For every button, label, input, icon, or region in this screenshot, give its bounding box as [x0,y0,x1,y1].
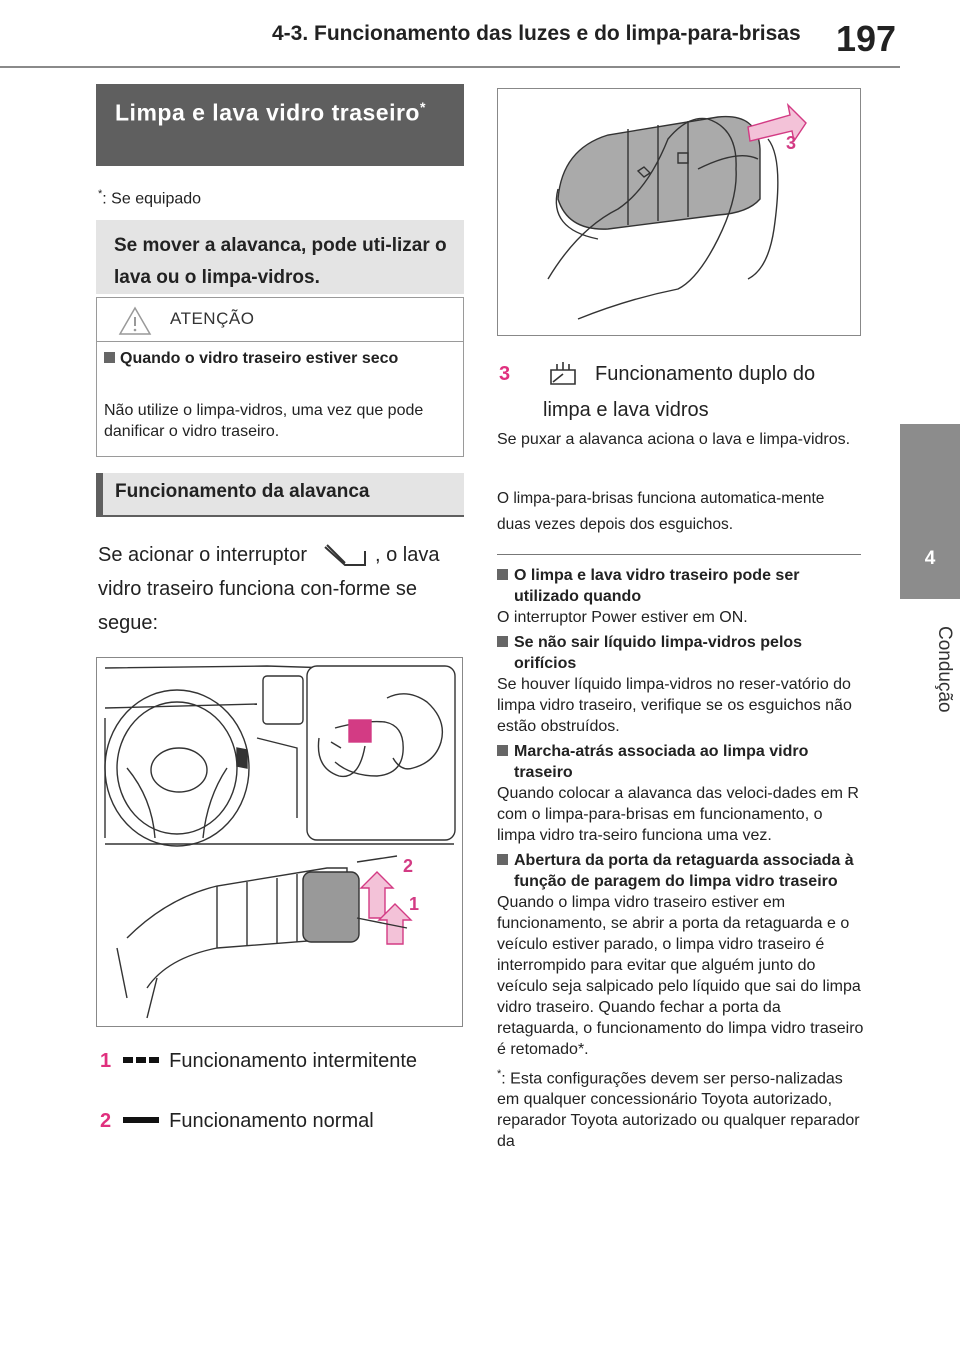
equipped-footnote: *: Se equipado [98,188,201,208]
note-heading-text: Marcha-atrás associada ao limpa vidro tr… [514,743,809,781]
equipped-footnote-text: : Se equipado [102,190,202,208]
mode-item-2: 2 Funcionamento normal [100,1110,470,1133]
note-body: Quando o limpa vidro traseiro estiver em… [497,894,864,1058]
notes-list: O limpa e lava vidro traseiro pode ser u… [497,565,865,1152]
note-body: Quando colocar a alavanca das veloci-dad… [497,785,859,844]
chapter-tab [900,424,960,599]
intro-box: Se mover a alavanca, pode uti-lizar o la… [96,220,464,294]
lever-body-before: Se acionar o interruptor [98,544,308,566]
chapter-number: 4 [924,548,936,569]
hand-lever-illustration: 3 [547,102,807,320]
warning-header [97,298,463,342]
note-heading: Marcha-atrás associada ao limpa vidro tr… [497,741,865,783]
lever-section-title: Funcionamento da alavanca [96,473,464,517]
warning-box [96,297,464,457]
solid-bar-icon [123,1117,160,1123]
bullet-square-icon [497,569,508,580]
lever-body-after: , o lava vidro traseiro funciona con-for… [98,544,440,634]
section-title-text: Limpa e lava vidro traseiro [115,99,420,126]
warning-title: ATENÇÃO [170,309,255,328]
chapter-label: Condução [934,625,955,713]
wiper-washer-icon [550,362,576,385]
note-heading-text: Se não sair líquido limpa-vidros pelos o… [514,634,803,672]
mode-item-1-label: Funcionamento intermitente [169,1050,418,1072]
note-heading: Abertura da porta da retaguarda associad… [497,850,865,892]
header-divider [0,66,900,68]
dashboard-lever-illustration: 2 1 [104,665,456,1019]
note-heading: Se não sair líquido limpa-vidros pelos o… [497,632,865,674]
mode-item-3: 3 Funcionamento duplo do limpa e lava vi… [499,356,869,428]
warning-triangle-icon [118,306,152,335]
item-3-auto-note: O limpa-para-brisas funciona automatica-… [497,490,825,533]
mode-item-3-number: 3 [499,363,511,385]
notes-divider [497,554,861,555]
note-body: O interruptor Power estiver em ON. [497,609,748,626]
bullet-square-icon [497,636,508,647]
bullet-square-icon [104,352,115,363]
bullet-square-icon [497,854,508,865]
figure-label-2: 2 [403,856,413,876]
mode-item-3-label-line1: Funcionamento duplo do [595,363,816,385]
dashed-bar-icon [123,1057,160,1063]
mode-item-2-label: Funcionamento normal [169,1110,374,1132]
config-footnote-text: : Esta configurações devem ser perso-nal… [497,1070,860,1151]
mode-item-2-number: 2 [100,1110,112,1132]
pull-lever-figure: 3 [497,88,861,336]
figure-label-1: 1 [409,894,419,914]
item-3-description: Se puxar a alavanca aciona o lava e limp… [497,431,851,448]
section-title: Limpa e lava vidro traseiro* [96,84,464,166]
section-title-marker: * [419,99,426,115]
warning-text: Não utilize o limpa-vidros, uma vez que … [104,402,424,440]
config-footnote: *: Esta configurações devem ser perso-na… [497,1064,865,1152]
warning-subtitle-text: Quando o vidro traseiro estiver seco [120,350,399,367]
lever-body-text: Se acionar o interruptor , o lava vidro … [98,538,458,640]
mode-item-1-number: 1 [100,1050,112,1072]
equipped-footnote-marker: * [98,188,103,200]
warning-subtitle: Quando o vidro traseiro estiver seco [104,348,454,369]
figure-label-3: 3 [786,133,796,153]
note-heading-text: Abertura da porta da retaguarda associad… [514,852,854,890]
running-header: 4-3. Funcionamento das luzes e do limpa-… [272,22,801,45]
bullet-square-icon [497,745,508,756]
lever-figure: 2 1 [96,657,463,1027]
page-number: 197 [836,18,897,59]
note-body: Se houver líquido limpa-vidros no reser-… [497,676,852,735]
note-heading-text: O limpa e lava vidro traseiro pode ser u… [514,567,800,605]
mode-item-1: 1 Funcionamento intermitente [100,1050,470,1073]
rear-wiper-icon [324,544,367,566]
note-heading: O limpa e lava vidro traseiro pode ser u… [497,565,865,607]
mode-item-3-label-line2: limpa e lava vidros [543,399,709,421]
config-footnote-marker: * [497,1068,502,1080]
